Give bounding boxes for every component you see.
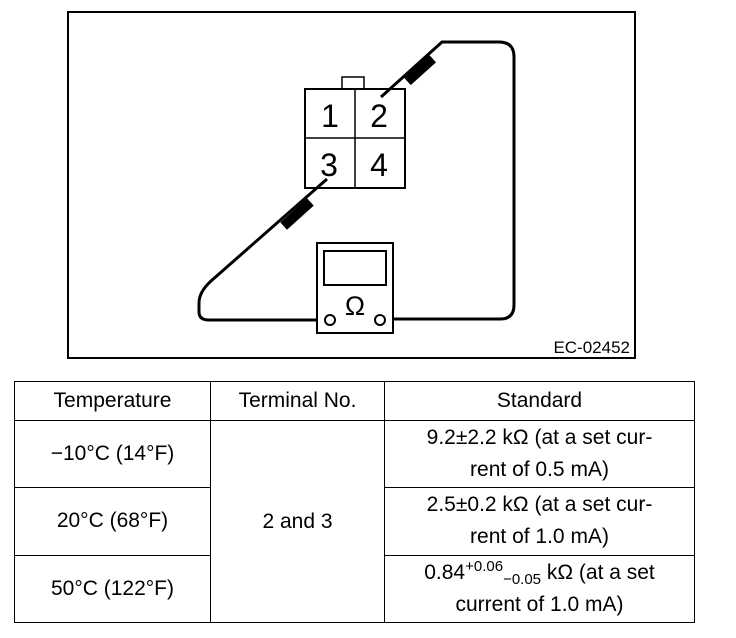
standard-line-1: 9.2±2.2 kΩ (at a set cur- xyxy=(426,426,653,450)
table-header-row: Temperature Terminal No. Standard xyxy=(14,381,695,421)
figure-code: EC-02452 xyxy=(553,338,630,357)
terminal-cell: 2 and 3 xyxy=(210,420,385,623)
terminal-3-label: 3 xyxy=(320,147,338,183)
standard-cell: 0.84+0.06−0.05 kΩ (at a set current of 1… xyxy=(384,554,695,624)
meter-terminal-left xyxy=(324,314,336,326)
probe-lead-terminal-3 xyxy=(197,177,328,322)
ohm-symbol: Ω xyxy=(345,291,365,321)
connector-tab xyxy=(341,76,365,90)
table-row: 50°C (122°F) 0.84+0.06−0.05 kΩ (at a set… xyxy=(14,554,695,624)
temperature-cell: 20°C (68°F) xyxy=(14,487,211,556)
standard-cell: 9.2±2.2 kΩ (at a set cur- rent of 0.5 mA… xyxy=(384,419,695,489)
diagram-canvas: 1 2 3 4 Ω EC-02452 xyxy=(197,40,630,357)
probe-tip-2 xyxy=(404,54,436,86)
standard-rest: kΩ (at a set xyxy=(541,560,655,584)
header-terminal-no: Terminal No. xyxy=(210,381,385,421)
specification-table: Temperature Terminal No. Standard −10°C … xyxy=(14,381,695,624)
standard-line-2: rent of 0.5 mA) xyxy=(470,458,609,482)
standard-base: 0.84 xyxy=(424,560,466,584)
temperature-cell: −10°C (14°F) xyxy=(14,419,211,489)
header-standard: Standard xyxy=(384,381,695,421)
terminal-2-label: 2 xyxy=(370,98,388,134)
table-row: 20°C (68°F) 2.5±0.2 kΩ (at a set cur- re… xyxy=(14,487,695,556)
probe-tip-3 xyxy=(280,198,314,230)
terminal-1-label: 1 xyxy=(321,98,339,134)
circuit-diagram: 1 2 3 4 Ω EC-02452 xyxy=(67,11,636,359)
ohmmeter-display xyxy=(323,250,387,286)
standard-line-1: 2.5±0.2 kΩ (at a set cur- xyxy=(426,493,653,517)
standard-lower-tolerance: −0.05 xyxy=(503,571,542,589)
temperature-cell: 50°C (122°F) xyxy=(14,554,211,624)
standard-cell: 2.5±0.2 kΩ (at a set cur- rent of 1.0 mA… xyxy=(384,487,695,556)
standard-line-2: rent of 1.0 mA) xyxy=(470,525,609,549)
standard-line-2: current of 1.0 mA) xyxy=(455,592,624,616)
meter-terminal-right xyxy=(374,314,386,326)
standard-upper-tolerance: +0.06 xyxy=(465,557,504,575)
header-temperature: Temperature xyxy=(14,381,211,421)
terminal-4-label: 4 xyxy=(370,147,388,183)
probe-lead-terminal-2 xyxy=(379,40,516,321)
table-row: −10°C (14°F) 2 and 3 9.2±2.2 kΩ (at a se… xyxy=(14,419,695,623)
